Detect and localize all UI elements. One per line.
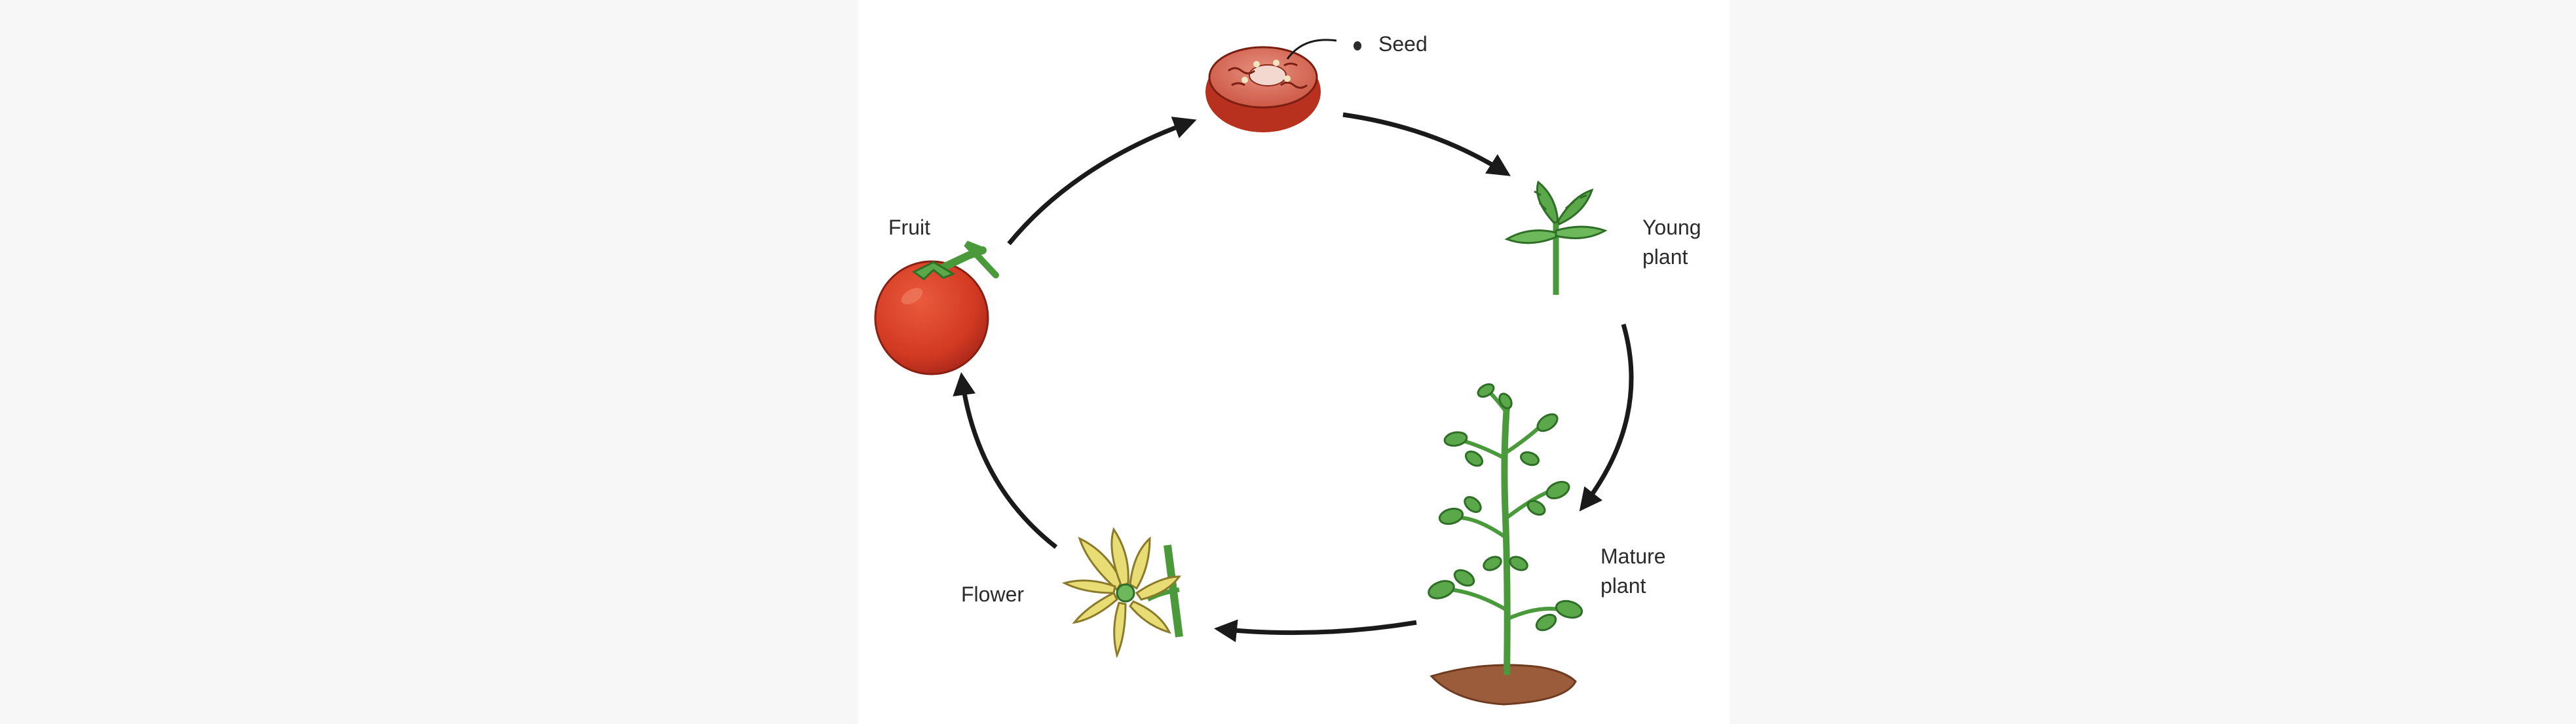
mature-plant-illustration xyxy=(1428,383,1583,706)
arrow-flower-to-fruit xyxy=(953,372,1058,549)
flower-illustration xyxy=(1061,527,1183,658)
mature-plant-label-line2: plant xyxy=(1601,574,1646,598)
cycle-arrows xyxy=(953,112,1634,643)
young-plant-label-line1: Young xyxy=(1642,216,1701,239)
arrow-seed-to-young-plant xyxy=(1342,112,1511,176)
young-plant-label-line2: plant xyxy=(1642,245,1688,269)
soil-mound xyxy=(1430,664,1577,706)
young-plant-illustration xyxy=(1504,180,1608,295)
arrow-fruit-to-seed xyxy=(1007,117,1197,246)
fruit-tomato-illustration xyxy=(874,240,999,375)
seed-pointer-line xyxy=(1286,39,1337,60)
flower-label: Flower xyxy=(961,582,1024,606)
mature-plant-label-line1: Mature xyxy=(1601,544,1666,568)
arrow-mature-plant-to-flower xyxy=(1214,619,1417,643)
seed-label: Seed xyxy=(1378,32,1428,56)
sliced-tomato-seed-illustration xyxy=(1205,39,1361,132)
arrow-young-plant-to-mature-plant xyxy=(1579,324,1634,512)
seed-dot xyxy=(1354,41,1361,50)
fruit-label: Fruit xyxy=(888,216,930,239)
